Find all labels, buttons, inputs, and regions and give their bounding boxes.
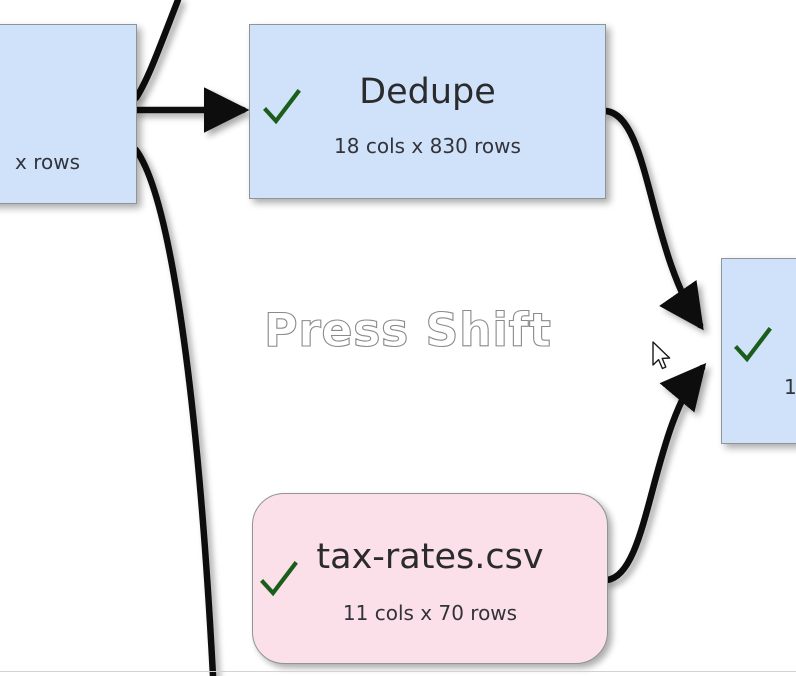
edge-left-to-offscreen-top bbox=[132, 0, 182, 102]
node-subtitle: 11 cols x 70 rows bbox=[342, 601, 518, 625]
edge-taxrates-to-right bbox=[603, 363, 707, 584]
node-subtitle: x rows bbox=[15, 150, 80, 174]
node-left-clipped[interactable]: x rows bbox=[0, 24, 137, 204]
node-title: Dedupe bbox=[359, 72, 496, 112]
node-right-clipped[interactable]: 1 bbox=[721, 258, 796, 444]
node-subtitle: 1 bbox=[784, 375, 796, 399]
node-dedupe[interactable]: Dedupe 18 cols x 830 rows bbox=[249, 24, 606, 199]
edge-left-to-offscreen-bottom bbox=[132, 146, 217, 676]
node-title: tax-rates.csv bbox=[316, 537, 544, 577]
edge-dedupe-to-right bbox=[602, 107, 704, 331]
node-tax-rates[interactable]: tax-rates.csv 11 cols x 70 rows bbox=[252, 493, 608, 664]
mouse-cursor bbox=[652, 341, 671, 370]
bottom-divider bbox=[0, 671, 796, 672]
node-subtitle: 18 cols x 830 rows bbox=[334, 134, 521, 158]
press-shift-hint: Press Shift bbox=[263, 302, 552, 357]
